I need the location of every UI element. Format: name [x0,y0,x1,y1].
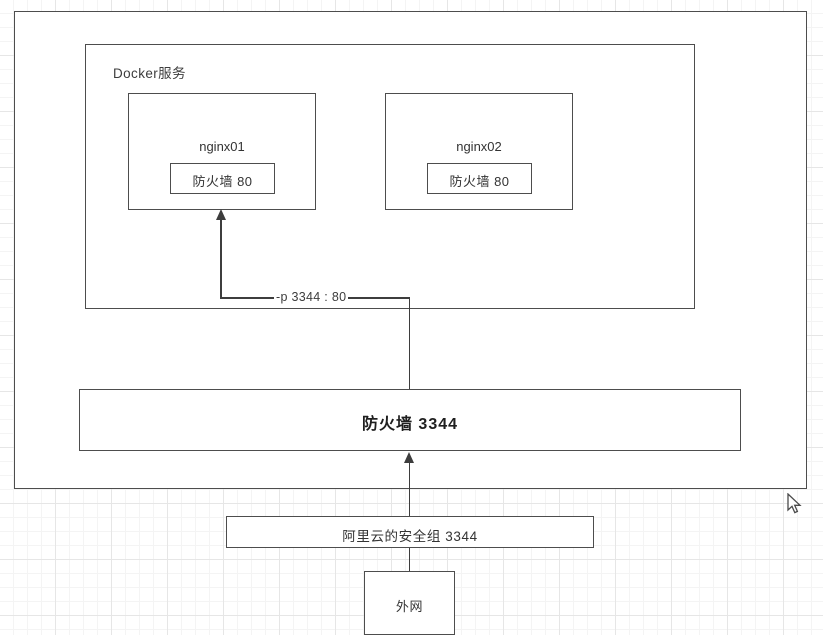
container-firewall-box-nginx01: 防火墙 80 [170,163,275,194]
port-mapping-label: -p 3344 : 80 [274,290,349,304]
container-firewall-label-nginx02: 防火墙 80 [449,174,510,189]
host-firewall-label: 防火墙 3344 [361,416,459,433]
securitygroup-to-firewall-line [408,463,411,516]
external-network-box: 外网 [364,571,455,635]
container-firewall-box-nginx02: 防火墙 80 [427,163,532,194]
container-box-nginx02: nginx02 防火墙 80 [385,93,573,210]
security-group-box: 阿里云的安全组 3344 [226,516,594,548]
container-box-nginx01: nginx01 防火墙 80 [128,93,316,210]
wan-to-securitygroup-line [408,548,411,571]
security-group-label: 阿里云的安全组 3344 [342,529,478,544]
external-network-label: 外网 [395,599,424,614]
container-firewall-label-nginx01: 防火墙 80 [192,174,253,189]
container-label-nginx01: nginx01 [199,139,245,154]
port-mapping-trunk-vertical [408,297,411,389]
docker-service-label: Docker服务 [113,66,186,81]
port-mapping-arrowhead-nginx01 [215,209,226,220]
port-mapping-riser-vertical [220,219,222,298]
securitygroup-to-firewall-arrowhead [403,452,414,463]
mouse-pointer-icon [787,492,803,520]
host-firewall-box: 防火墙 3344 [79,389,741,451]
container-label-nginx02: nginx02 [456,139,502,154]
